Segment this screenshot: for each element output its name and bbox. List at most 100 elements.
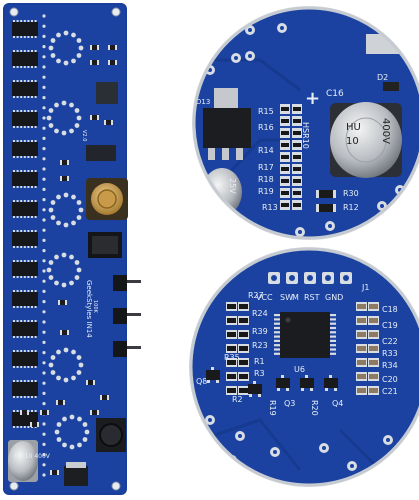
long-pcb-board: HU 10 400V GeekStyles IN14 V2.0 100K	[3, 3, 141, 495]
ic-chip	[12, 292, 38, 306]
socket-pad	[69, 102, 74, 108]
svg-text:R17: R17	[258, 163, 274, 172]
socket-pad	[56, 194, 61, 200]
svg-text:Q8: Q8	[196, 377, 207, 386]
socket-pad	[50, 53, 56, 58]
svg-text:J1: J1	[361, 283, 369, 292]
socket-pad	[62, 416, 67, 422]
big-capacitor: HU 10 400V	[330, 102, 402, 178]
svg-text:R24: R24	[252, 309, 268, 318]
socket-pad	[62, 442, 67, 448]
socket-pad	[71, 349, 76, 355]
svg-text:R15: R15	[258, 107, 274, 116]
socket-pad	[61, 100, 67, 106]
tssop-ic	[274, 312, 336, 358]
socket-pad	[76, 267, 82, 273]
socket-pad	[56, 220, 61, 226]
ic-chip	[12, 382, 38, 396]
svg-text:R1: R1	[254, 357, 265, 366]
socket-pad	[48, 275, 54, 280]
socket-pad	[69, 254, 74, 260]
label-d2: D2	[377, 73, 388, 82]
header-pin-label: M	[292, 293, 299, 302]
ic-chip	[12, 82, 38, 96]
transistor	[324, 378, 338, 388]
socket-pad	[46, 115, 52, 121]
header-pin-label: RST	[304, 293, 320, 302]
svg-text:R18: R18	[258, 175, 274, 184]
socket-pad	[54, 254, 59, 260]
socket-pad	[71, 58, 76, 64]
svg-text:R23: R23	[252, 341, 268, 350]
svg-text:R33: R33	[382, 349, 398, 358]
socket-pad	[50, 370, 56, 375]
svg-text:C16: C16	[326, 89, 344, 99]
zoom-circle-top: D2 D13 R15 R16 R17 R18 R19 R14 R13 R30 R…	[192, 6, 419, 240]
socket-pad	[48, 362, 54, 368]
ic-chip	[12, 142, 38, 156]
svg-text:D13: D13	[196, 98, 210, 106]
socket-pad	[63, 222, 69, 228]
socket-pad	[56, 32, 61, 38]
svg-text:25V: 25V	[228, 178, 237, 194]
socket-pad	[84, 429, 90, 435]
svg-text:R19: R19	[268, 400, 277, 416]
socket-pad	[63, 60, 69, 66]
transistor	[300, 378, 314, 388]
svg-text:R34: R34	[382, 361, 398, 370]
socket-pad	[46, 267, 52, 273]
socket-pad	[48, 260, 54, 265]
polarity-mark: +	[305, 88, 320, 109]
mount-hole	[9, 7, 19, 17]
socket-pad	[76, 355, 82, 360]
transistor	[248, 384, 262, 394]
socket-pad	[71, 375, 76, 381]
svg-text:R20: R20	[310, 400, 319, 416]
tactile-buttons	[113, 275, 141, 357]
socket-pad	[69, 414, 75, 420]
svg-text:C19: C19	[382, 321, 398, 330]
mount-hole	[9, 481, 19, 491]
svg-text:U6: U6	[294, 365, 305, 374]
socket-pad	[74, 108, 80, 113]
voltage-regulator	[64, 466, 88, 486]
svg-text:Q4: Q4	[332, 399, 343, 408]
svg-text:R35: R35	[224, 353, 240, 362]
header-pin-label: VCC	[256, 293, 273, 302]
ic-chip	[12, 232, 38, 246]
brand-silkscreen: GeekStyles IN14	[85, 280, 93, 338]
svg-text:400V: 400V	[380, 118, 391, 144]
pot-label: 100K	[92, 300, 98, 314]
socket-pad	[77, 416, 82, 422]
ic-chip	[12, 22, 38, 36]
socket-pad	[56, 437, 62, 442]
header-pin-label: GND	[325, 293, 343, 302]
socket-pad	[61, 282, 67, 288]
svg-text:R39: R39	[252, 327, 268, 336]
socket-pad	[78, 45, 84, 51]
socket-pad	[56, 58, 61, 64]
socket-pad	[61, 252, 67, 258]
socket-pad	[76, 115, 82, 121]
ic-chip	[12, 352, 38, 366]
svg-text:R27: R27	[248, 291, 264, 300]
mount-hole	[111, 7, 121, 17]
socket-pad	[76, 370, 82, 375]
transistor	[276, 378, 290, 388]
socket-pad	[56, 422, 62, 427]
regulator-top	[203, 88, 251, 160]
socket-pad	[50, 200, 56, 205]
socket-pad	[48, 45, 54, 51]
socket-pad	[54, 429, 60, 435]
socket-pad	[77, 442, 82, 448]
mount-hole	[111, 481, 121, 491]
socket-pad	[71, 220, 76, 226]
ic-chip	[12, 322, 38, 336]
socket-pad	[76, 53, 82, 58]
socket-pad	[54, 128, 59, 134]
driver-ic	[86, 145, 116, 161]
qfn-chip	[96, 82, 118, 104]
socket-pad	[69, 280, 74, 286]
